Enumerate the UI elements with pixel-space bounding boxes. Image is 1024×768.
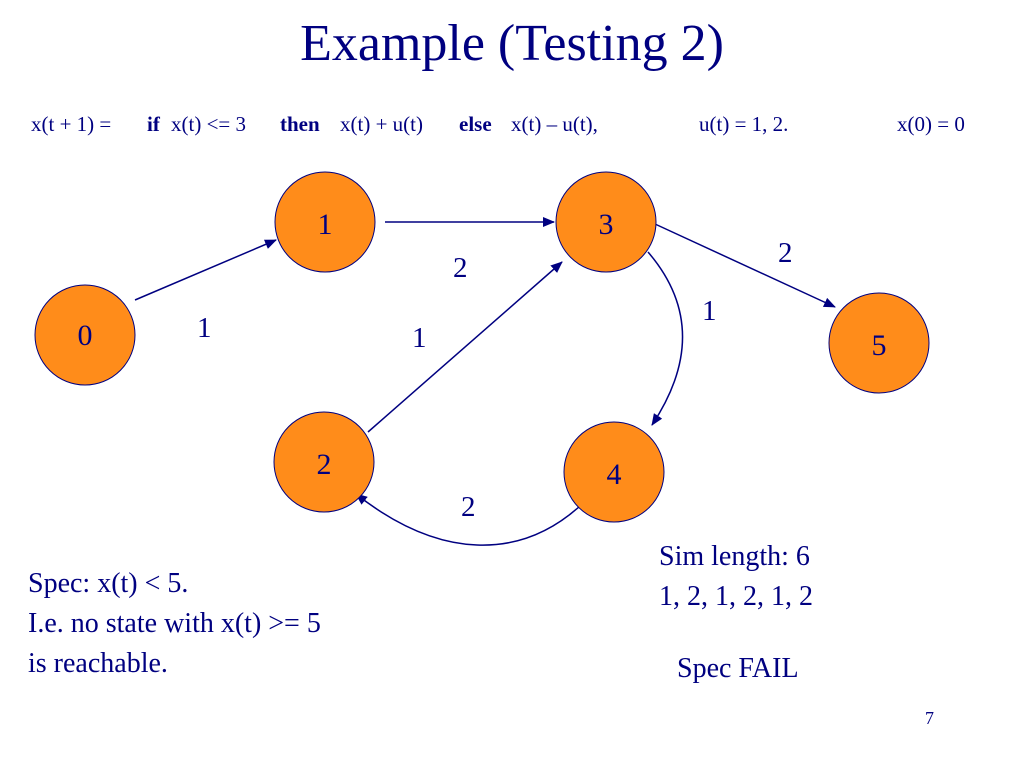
- node-label-4: 4: [607, 458, 622, 491]
- edge-3-to-4: [647, 251, 684, 426]
- edge-label-2-to-3: 1: [412, 322, 427, 354]
- node-3: 3: [555, 171, 657, 273]
- page-number: 7: [925, 708, 934, 728]
- formula-else-expression: x(t) – u(t),: [511, 112, 598, 136]
- node-label-2: 2: [317, 448, 332, 481]
- formula-condition: x(t) <= 3: [171, 112, 247, 136]
- node-label-0: 0: [78, 319, 93, 352]
- node-label-5: 5: [872, 329, 887, 362]
- formula-else-keyword: else: [459, 112, 492, 136]
- sim-length: Sim length: 6: [659, 541, 810, 572]
- spec-line-2: I.e. no state with x(t) >= 5: [28, 608, 321, 639]
- formula-then-expression: x(t) + u(t): [340, 112, 423, 136]
- edge-label-0-to-1: 1: [197, 312, 212, 344]
- edge-label-3-to-4: 1: [702, 295, 717, 327]
- edge-3-to-5: [654, 223, 836, 308]
- node-2: 2: [273, 411, 375, 513]
- spec-line-1: Spec: x(t) < 5.: [28, 568, 189, 599]
- spec-result: Spec FAIL: [677, 653, 799, 684]
- node-label-1: 1: [318, 208, 333, 241]
- node-5: 5: [828, 292, 930, 394]
- node-0: 0: [34, 284, 136, 386]
- node-label-3: 3: [599, 208, 614, 241]
- edge-0-to-1: [134, 239, 277, 301]
- sim-input-sequence: 1, 2, 1, 2, 1, 2: [659, 581, 813, 612]
- formula-then-keyword: then: [280, 112, 320, 136]
- edge-label-1-to-3: 2: [453, 252, 468, 284]
- transition-formula: x(t + 1) = if x(t) <= 3 then x(t) + u(t)…: [0, 112, 1024, 142]
- formula-inputs: u(t) = 1, 2.: [699, 112, 789, 136]
- formula-initial-state: x(0) = 0: [897, 112, 965, 136]
- slide-title: Example (Testing 2): [300, 15, 724, 72]
- node-4: 4: [563, 421, 665, 523]
- formula-if-keyword: if: [147, 112, 160, 136]
- edge-label-3-to-5: 2: [778, 237, 793, 269]
- node-1: 1: [274, 171, 376, 273]
- edge-2-to-3: [367, 261, 563, 433]
- edge-4-to-2: [355, 493, 581, 546]
- formula-lhs: x(t + 1) =: [31, 112, 112, 136]
- spec-line-3: is reachable.: [28, 648, 168, 679]
- edge-label-4-to-2: 2: [461, 491, 476, 523]
